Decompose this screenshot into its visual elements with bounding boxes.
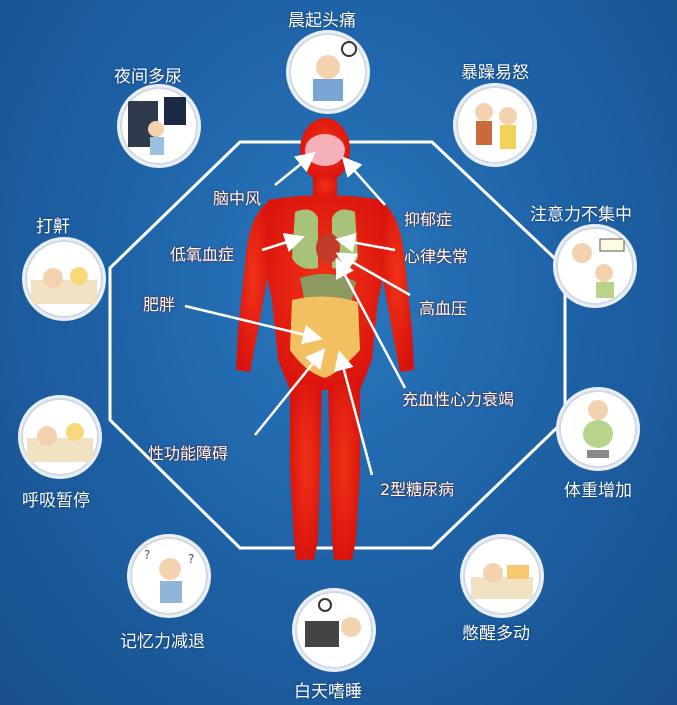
daytime-sleepiness-icon [305,598,361,647]
irritability-icon [475,103,517,149]
symptom-label-memory-loss: 记忆力减退 [120,632,205,652]
condition-label-sexual-dysfunction: 性功能障碍 [148,444,229,463]
symptom-illustration-daytime-sleepiness [292,588,376,672]
choking-awake-icon [471,563,533,599]
morning-headache-icon [313,41,357,101]
condition-label-type2-diabetes: 2型糖尿病 [380,480,455,499]
symptom-illustration-snoring [22,237,106,321]
memory-loss-icon: ?? [144,548,194,603]
symptom-label-nocturia: 夜间多尿 [114,67,182,87]
symptom-illustration-apnea [18,395,102,479]
svg-text:?: ? [144,548,150,562]
symptom-label-snoring: 打鼾 [36,217,70,237]
svg-text:?: ? [188,552,194,566]
stomach-organ [300,273,356,303]
heart-organ [316,233,340,263]
condition-label-heart-failure: 充血性心力衰竭 [402,390,515,409]
symptom-illustration-weight-gain [556,387,640,471]
apnea-icon [27,423,93,462]
symptom-label-daytime-sleepiness: 白天嗜睡 [294,682,362,702]
symptom-illustration-choking-awake [460,534,544,618]
condition-label-stroke: 脑中风 [213,189,262,208]
symptom-label-poor-concentration: 注意力不集中 [530,205,632,225]
nocturia-icon [128,97,186,155]
condition-label-depression: 抑郁症 [404,210,453,229]
symptom-label-weight-gain: 体重增加 [564,481,632,501]
condition-label-arrhythmia: 心律失常 [404,247,469,266]
symptom-label-choking-awake: 憋醒多动 [462,624,530,644]
symptom-label-irritability: 暴躁易怒 [461,63,529,83]
symptom-label-apnea: 呼吸暂停 [22,491,90,511]
condition-label-hypoxemia: 低氧血症 [170,245,235,264]
condition-label-hypertension: 高血压 [419,299,468,318]
poor-concentration-icon [572,238,625,298]
weight-gain-icon [583,400,613,458]
symptom-illustration-irritability [453,83,537,167]
snoring-icon [31,267,97,304]
symptom-illustration-memory-loss: ?? [127,534,211,618]
symptom-illustration-poor-concentration [553,224,637,308]
symptom-label-morning-headache: 晨起头痛 [288,11,356,31]
symptom-illustration-morning-headache [286,30,370,114]
symptom-illustration-nocturia [117,84,201,168]
condition-label-obesity: 肥胖 [143,295,176,314]
